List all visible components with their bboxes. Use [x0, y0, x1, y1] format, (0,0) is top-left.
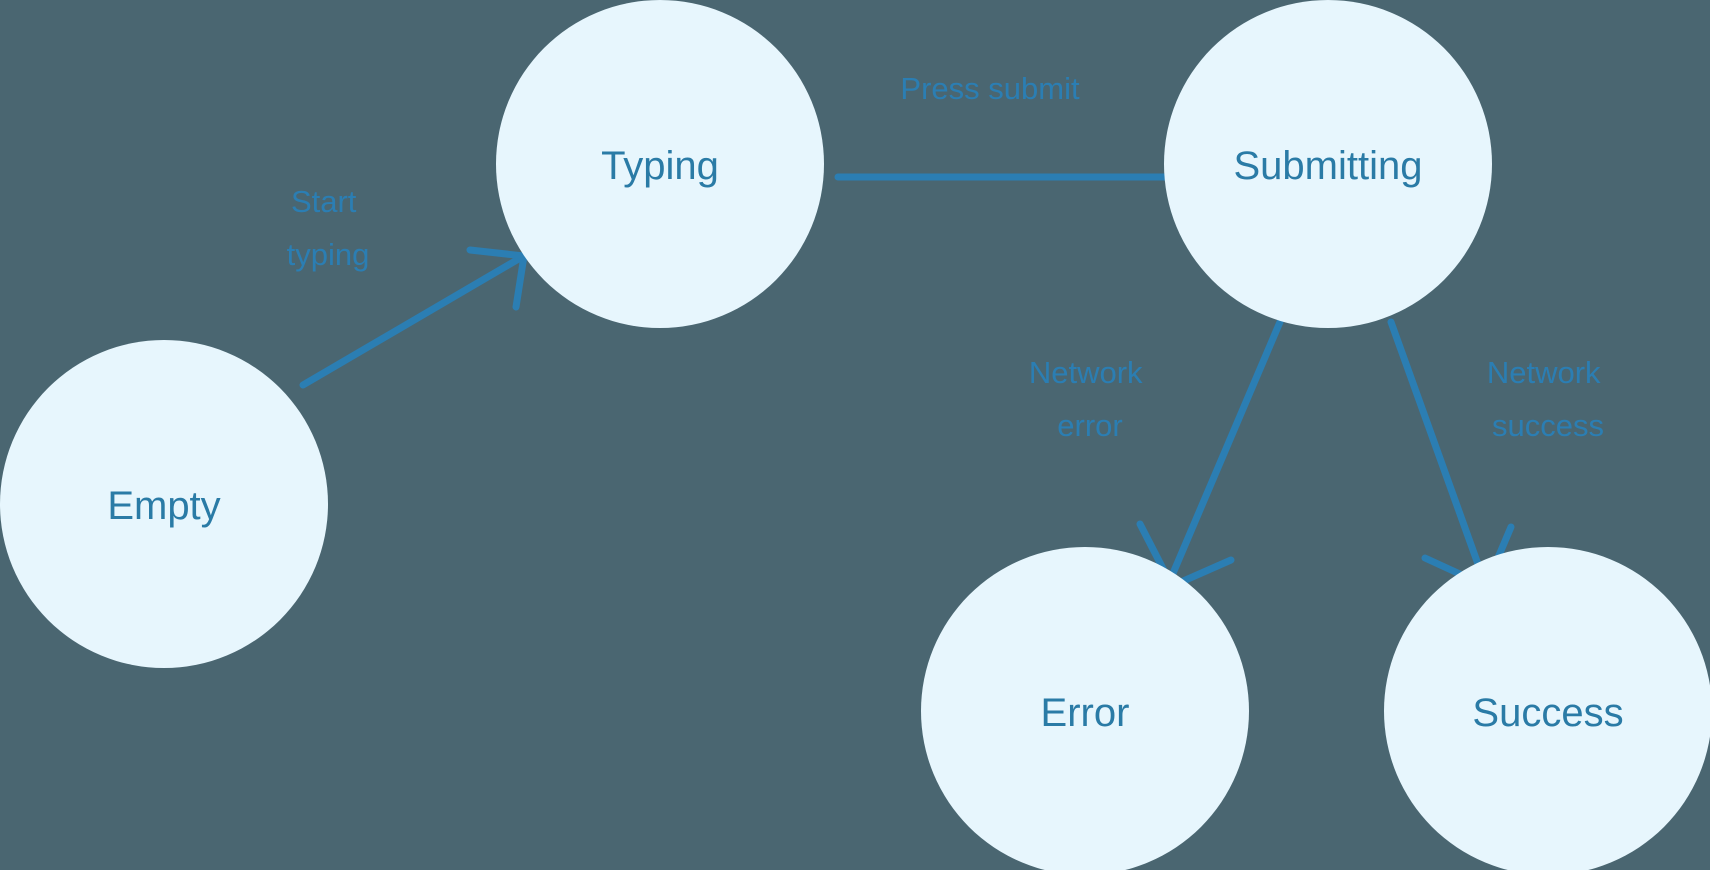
edge-label-network-success: Network success: [1487, 355, 1609, 443]
edge-label-line: error: [1057, 408, 1122, 443]
edge-label-line: Start: [291, 184, 357, 219]
edge-line: [1167, 318, 1284, 582]
arrowhead-icon: [466, 246, 528, 311]
state-node-empty[interactable]: Empty: [0, 340, 328, 668]
edge-submitting-to-error: Network error: [1029, 318, 1284, 590]
edge-label-start-typing: Start typing: [287, 184, 370, 272]
edge-label-line: Press submit: [900, 71, 1080, 106]
state-node-success[interactable]: Success: [1384, 547, 1710, 870]
edge-label-network-error: Network error: [1029, 355, 1151, 443]
state-node-shape[interactable]: [0, 340, 328, 668]
state-node-error[interactable]: Error: [921, 547, 1249, 870]
edge-label-line: typing: [287, 237, 370, 272]
state-node-label: Typing: [601, 144, 719, 188]
edge-line: [299, 253, 526, 389]
edge-label-press-submit: Press submit: [900, 71, 1080, 106]
state-node-typing[interactable]: Typing: [496, 0, 824, 328]
edge-empty-to-typing: Start typing: [287, 184, 528, 389]
state-node-label: Success: [1472, 691, 1623, 735]
state-node-shape[interactable]: [496, 0, 824, 328]
state-node-shape[interactable]: [1164, 0, 1492, 328]
state-node-label: Empty: [107, 484, 220, 528]
state-node-shape[interactable]: [921, 547, 1249, 870]
edge-line: [1387, 318, 1487, 582]
edge-label-line: Network: [1029, 355, 1143, 390]
state-node-shape[interactable]: [1384, 547, 1710, 870]
state-node-label: Submitting: [1234, 144, 1423, 188]
state-node-submitting[interactable]: Submitting: [1164, 0, 1492, 328]
state-node-label: Error: [1041, 691, 1130, 735]
edge-label-line: Network: [1487, 355, 1601, 390]
edge-label-line: success: [1492, 408, 1604, 443]
edge-submitting-to-success: Network success: [1387, 318, 1609, 590]
